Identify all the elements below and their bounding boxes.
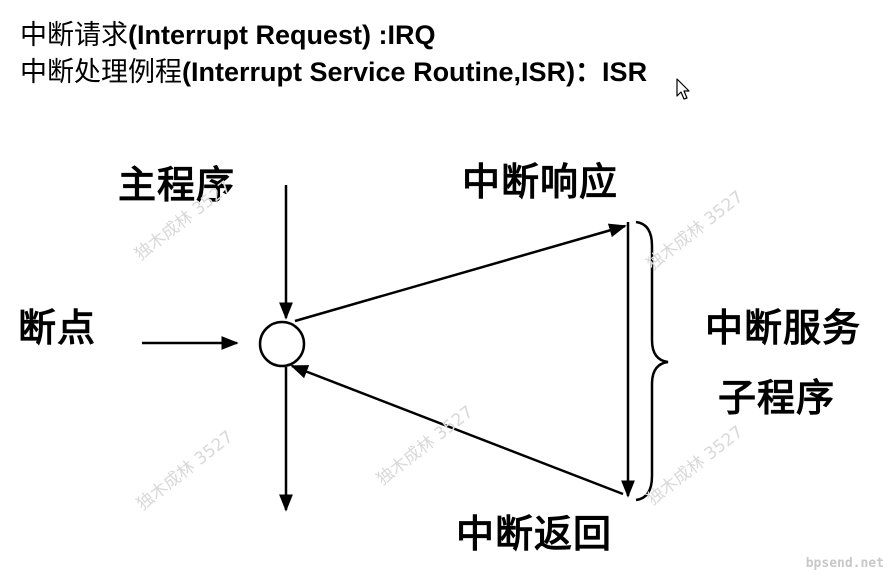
interrupt-response-label: 中断响应 [462,160,619,204]
header-interrupt-request: 中断请求(Interrupt Request) :IRQ [20,19,436,52]
service-routine-label-line2: 子程序 [718,376,836,420]
breakpoint-node [258,320,306,368]
mouse-pointer-icon [676,78,690,100]
interrupt-response-arrow [294,223,627,323]
site-watermark: bpsend.net [805,556,884,571]
header-interrupt-request-cjk: 中断请求 [20,20,128,51]
interrupt-return-arrow [290,364,624,496]
header-isr-latin: (Interrupt Service Routine,ISR)：ISR [182,57,648,87]
header-interrupt-request-latin: (Interrupt Request) :IRQ [128,20,436,50]
breakpoint-label: 断点 [18,306,97,350]
interrupt-return-label: 中断返回 [456,512,613,556]
service-routine-brace [635,220,669,502]
service-routine-label-line1: 中断服务 [705,306,862,350]
header-isr-cjk: 中断处理例程 [20,57,182,88]
header-interrupt-service-routine: 中断处理例程(Interrupt Service Routine,ISR)：IS… [20,56,647,89]
main-program-label: 主程序 [118,163,236,207]
